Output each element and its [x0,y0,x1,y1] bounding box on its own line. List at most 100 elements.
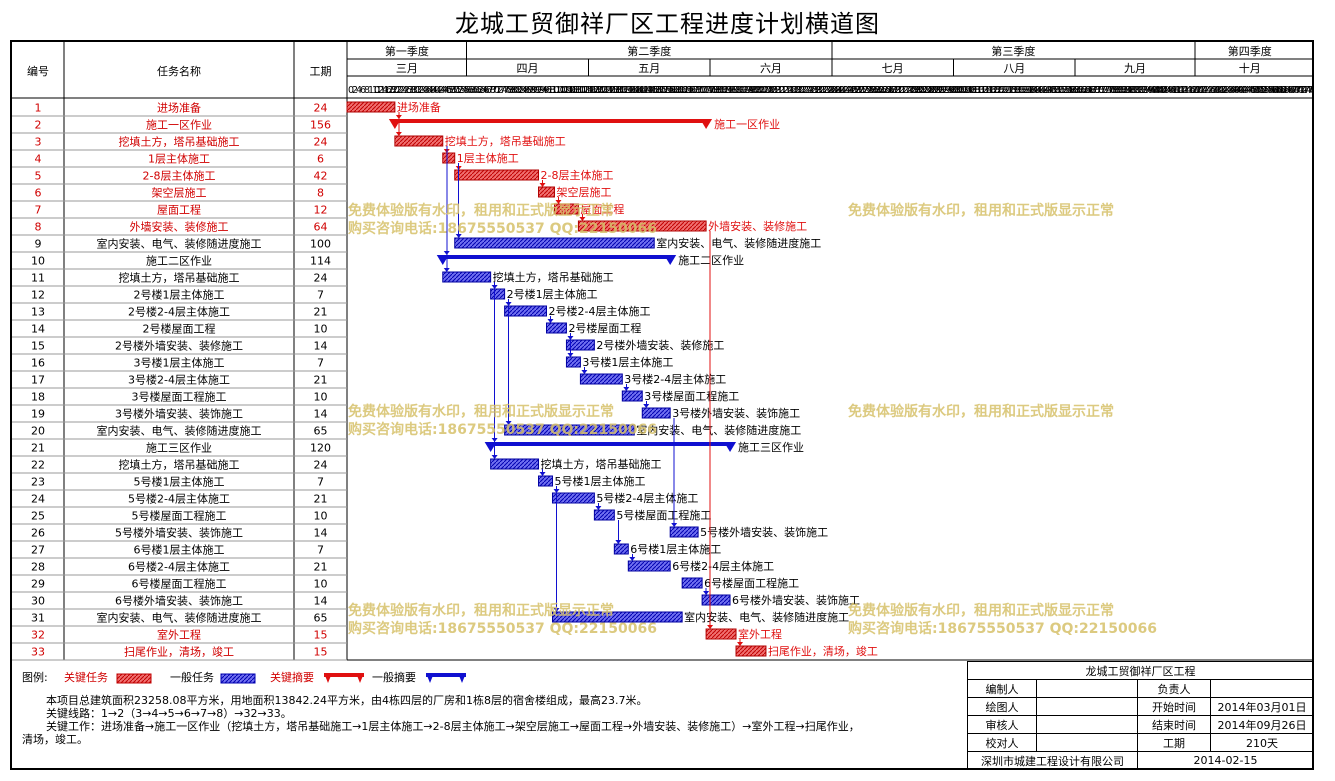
bar-label: 挖填土方，塔吊基础施工 [541,457,662,471]
row-duration: 24 [314,272,328,285]
note-line-1: 本项目总建筑面积23258.08平方米，用地面积13842.24平方米，由4栋四… [46,694,648,707]
row-duration: 15 [314,629,328,642]
bar-label: 5号楼外墙安装、装饰施工 [700,525,828,539]
day-tick-label: 440 [1226,85,1244,96]
task-bar [504,424,635,436]
dependency-arrow [579,217,586,221]
day-tick-label: 226 [799,85,817,96]
day-tick-label: 330 [1006,85,1024,96]
day-tick-label: 186 [719,85,737,96]
day-tick-label: 78 [504,85,516,96]
day-tick-label: 244 [835,85,853,96]
row-task-name: 室内安装、电气、装修随进度施工 [97,424,262,438]
row-duration: 21 [314,306,328,319]
day-tick-label: 480 [1306,85,1312,96]
row-duration: 120 [310,442,331,455]
row-id: 1 [35,102,42,115]
day-tick-label: 464 [1274,85,1292,96]
task-bar [454,169,540,181]
day-tick-label: 358 [1062,85,1080,96]
day-tick-label: 180 [707,85,725,96]
day-tick-label: 14 [376,85,388,96]
row-id: 21 [31,442,45,455]
bar-label: 室内安装、电气、装修随进度施工 [636,423,801,437]
day-tick-label: 62 [472,85,484,96]
row-id: 5 [35,170,42,183]
bar-label: 6号楼外墙安装、装饰施工 [732,593,860,607]
day-tick-label: 138 [623,85,641,96]
row-duration: 114 [310,255,331,268]
row-task-name: 6号楼2-4层主体施工 [128,560,230,574]
dependency-arrow [623,387,630,391]
bar-label: 室内安装、电气、装修随进度施工 [656,236,821,250]
day-tick-label: 198 [743,85,761,96]
day-tick-label: 194 [735,85,753,96]
day-tick-label: 246 [839,85,857,96]
row-id: 27 [31,544,45,557]
row-task-name: 3号楼1层主体施工 [134,356,225,370]
row-id: 19 [31,408,45,421]
task-bar [442,271,492,283]
day-tick-label: 396 [1138,85,1156,96]
day-tick-label: 36 [420,85,432,96]
day-tick-label: 130 [607,85,625,96]
task-bar [669,526,699,538]
dependency-arrow [671,523,678,527]
summary-start-marker [388,119,401,129]
row-duration: 15 [314,646,328,659]
day-tick-label: 284 [915,85,933,96]
day-tick-label: 334 [1014,85,1032,96]
row-task-name: 1层主体施工 [148,152,210,166]
day-tick-label: 428 [1202,85,1220,96]
day-tick-label: 262 [871,85,889,96]
row-task-name: 扫尾作业，清场，竣工 [124,645,234,659]
task-bar [538,186,555,198]
row-duration: 10 [314,391,328,404]
day-tick-label: 188 [723,85,741,96]
task-bar [705,628,737,640]
day-tick-label: 346 [1038,85,1056,96]
day-tick-label: 18 [384,85,396,96]
day-tick-label: 306 [958,85,976,96]
bar-label: 3号楼1层主体施工 [582,355,673,369]
day-tick-label: 140 [627,85,645,96]
task-bar [551,611,683,623]
row-task-name: 5号楼屋面工程施工 [132,509,227,523]
task-bar [627,560,671,572]
day-tick-label: 372 [1090,85,1108,96]
bar-label: 架空层施工 [556,185,611,199]
day-tick-label: 248 [843,85,861,96]
day-tick-label: 472 [1290,85,1308,96]
task-bar [490,458,540,470]
day-tick-label: 236 [819,85,837,96]
row-duration: 14 [314,595,328,608]
row-duration: 21 [314,561,328,574]
day-tick-label: 398 [1142,85,1160,96]
row-duration: 7 [317,544,324,557]
day-tick-label: 134 [615,85,633,96]
task-bar [593,509,615,521]
day-tick-label: 390 [1126,85,1144,96]
month-label: 八月 [1003,62,1025,75]
row-id: 23 [31,476,45,489]
legend-normal-summary-swatch [426,673,466,683]
info-editor: 编制人 [967,679,1037,698]
day-tick-label: 28 [404,85,416,96]
task-bar [346,101,396,113]
row-task-name: 室外工程 [157,628,201,642]
day-tick-label: 264 [875,85,893,96]
month-label: 七月 [882,62,904,75]
info-checker: 校对人 [967,733,1037,752]
dependency-arrow [491,455,498,459]
row-duration: 12 [314,204,328,217]
dependency-arrow [539,472,546,476]
row-duration: 14 [314,527,328,540]
row-task-name: 外墙安装、装修施工 [130,220,229,234]
row-task-name: 架空层施工 [152,186,207,200]
day-tick-label: 336 [1018,85,1036,96]
day-tick-label: 452 [1250,85,1268,96]
day-tick-label: 456 [1258,85,1276,96]
day-tick-label: 296 [939,85,957,96]
info-project: 龙城工贸御祥厂区工程 [967,661,1314,680]
bar-label: 扫尾作业，清场，竣工 [768,644,878,658]
